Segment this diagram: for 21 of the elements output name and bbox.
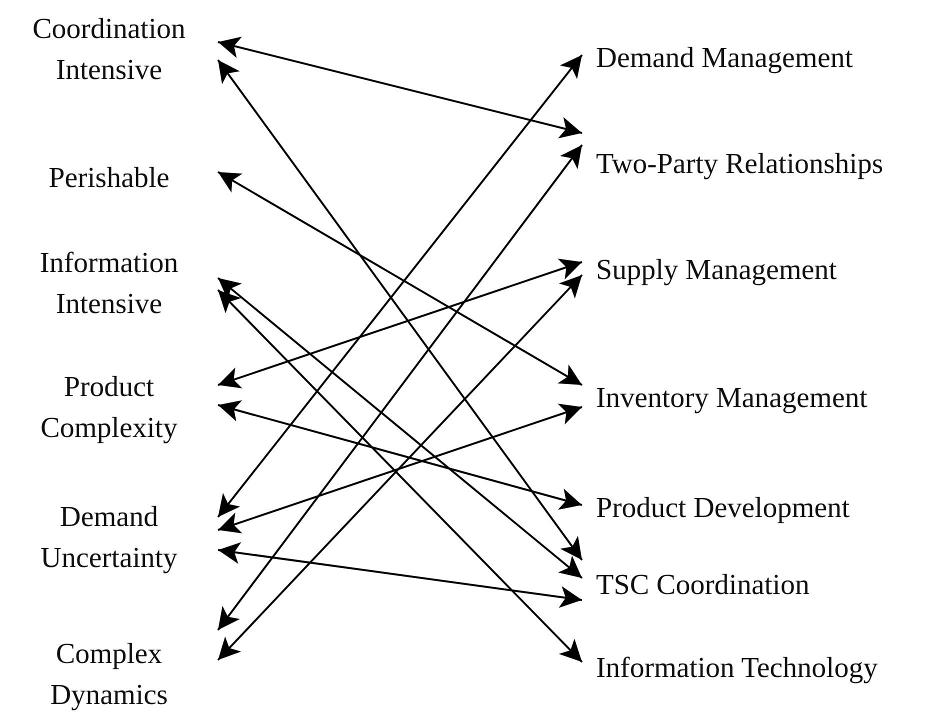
- arrow: [218, 36, 582, 138]
- arrow: [218, 404, 582, 534]
- node-label: Demand Management: [596, 40, 854, 76]
- arrow: [218, 400, 582, 510]
- node-label: Product Complexity: [40, 370, 178, 446]
- node-label: Complex Dynamics: [49, 637, 169, 713]
- node-label: Perishable: [48, 160, 170, 196]
- arrow: [218, 542, 582, 608]
- arrow: [217, 144, 583, 631]
- node-label: Coordination Intensive: [31, 12, 187, 88]
- node-label: Information Intensive: [38, 246, 180, 322]
- node-label: Supply Management: [596, 252, 838, 288]
- arrow: [217, 277, 583, 579]
- arrow: [218, 171, 582, 386]
- node-label: Inventory Management: [596, 380, 868, 416]
- node-label: Demand Uncertainty: [40, 500, 178, 576]
- node-label: Product Development: [596, 490, 851, 526]
- arrow: [218, 258, 582, 388]
- node-label: Information Technology: [596, 650, 879, 686]
- node-label: Two-Party Relationships: [596, 146, 884, 182]
- node-label: TSC Coordination: [596, 568, 810, 602]
